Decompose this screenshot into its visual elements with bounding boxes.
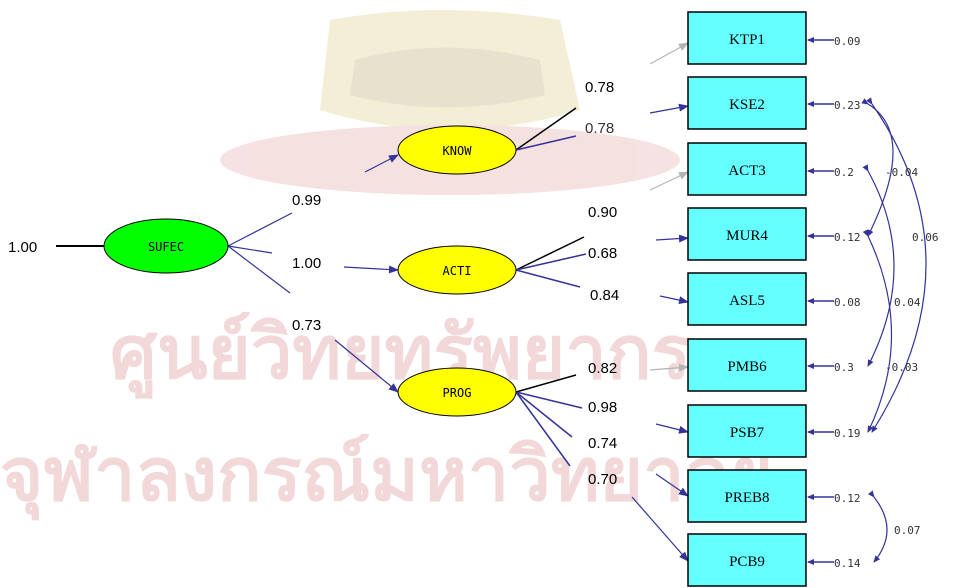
loading-preb8: 0.74 [588, 435, 617, 452]
error-pmb6: 0.3 [834, 361, 854, 374]
indicator-preb8[interactable]: PREB8 [687, 469, 807, 523]
cov-mur4-psb7: -0.03 [885, 361, 918, 374]
watermark: ศูนย์วิทยทรัพยากร จุฬาลงกรณ์มหาวิทยาลัย [0, 10, 773, 521]
error-kse2: 0.23 [834, 99, 861, 112]
cov-act3-pmb6: 0.04 [894, 296, 921, 309]
loading-asl5: 0.84 [590, 287, 619, 304]
indicator-asl5[interactable]: ASL5 [687, 272, 807, 326]
indicator-mur4[interactable]: MUR4 [687, 207, 807, 261]
factor-loading-lines [515, 107, 587, 467]
error-arrows [807, 37, 834, 565]
indicator-pmb6[interactable]: PMB6 [687, 338, 807, 392]
indicator-mur4-label: MUR4 [726, 228, 768, 244]
factor-know-label: KNOW [443, 144, 473, 158]
indicator-act3-label: ACT3 [728, 163, 766, 179]
factor-acti[interactable]: ACTI [397, 245, 517, 295]
covariance-values: -0.04 0.06 0.04 -0.03 0.07 [885, 166, 939, 537]
factor-know[interactable]: KNOW [397, 125, 517, 175]
indicator-pmb6-label: PMB6 [727, 359, 767, 375]
indicator-psb7[interactable]: PSB7 [687, 404, 807, 458]
factor-prog-label: PROG [443, 386, 472, 400]
indicator-ktp1[interactable]: KTP1 [687, 11, 807, 65]
factor-prog[interactable]: PROG [397, 367, 517, 417]
indicator-arrows [631, 42, 689, 562]
error-psb7: 0.19 [834, 427, 861, 440]
indicator-asl5-label: ASL5 [729, 293, 765, 309]
loading-sufec-prog: 0.73 [292, 317, 321, 334]
second-order-paths [227, 154, 399, 393]
indicator-preb8-label: PREB8 [724, 490, 769, 506]
cov-preb8-pcb9: 0.07 [894, 524, 921, 537]
error-values: 0.09 0.23 0.2 0.12 0.08 0.3 0.19 0.12 0.… [834, 35, 861, 570]
covariance-curves [861, 97, 927, 563]
indicator-pcb9-label: PCB9 [729, 554, 765, 570]
cov-kse2-psb7: 0.06 [912, 231, 939, 244]
indicator-act3[interactable]: ACT3 [687, 142, 807, 196]
indicator-psb7-label: PSB7 [730, 425, 765, 441]
cov-kse2-mur4: -0.04 [885, 166, 918, 179]
indicator-kse2[interactable]: KSE2 [687, 76, 807, 130]
factor-acti-label: ACTI [443, 264, 472, 278]
error-asl5: 0.08 [834, 296, 861, 309]
loading-mur4: 0.68 [588, 245, 617, 262]
factor-sufec[interactable]: SUFEC [103, 218, 229, 274]
indicator-pcb9[interactable]: PCB9 [687, 533, 807, 587]
loading-pmb6: 0.82 [588, 360, 617, 377]
loading-pcb9: 0.70 [588, 471, 617, 488]
error-pcb9: 0.14 [834, 557, 861, 570]
watermark-line-2: จุฬาลงกรณ์มหาวิทยาลัย [0, 432, 773, 521]
indicator-kse2-label: KSE2 [729, 97, 765, 113]
loading-ktp1: 0.78 [585, 79, 614, 96]
sufec-variance-value: 1.00 [8, 239, 37, 256]
loading-sufec-know: 0.99 [292, 192, 321, 209]
loading-psb7: 0.98 [588, 399, 617, 416]
factor-sufec-label: SUFEC [148, 240, 184, 254]
loading-kse2: 0.78 [585, 120, 614, 137]
loading-sufec-acti: 1.00 [292, 255, 321, 272]
indicator-ktp1-label: KTP1 [729, 32, 765, 48]
error-mur4: 0.12 [834, 231, 861, 244]
error-preb8: 0.12 [834, 492, 861, 505]
loading-act3: 0.90 [588, 204, 617, 221]
error-act3: 0.2 [834, 166, 854, 179]
error-ktp1: 0.09 [834, 35, 861, 48]
